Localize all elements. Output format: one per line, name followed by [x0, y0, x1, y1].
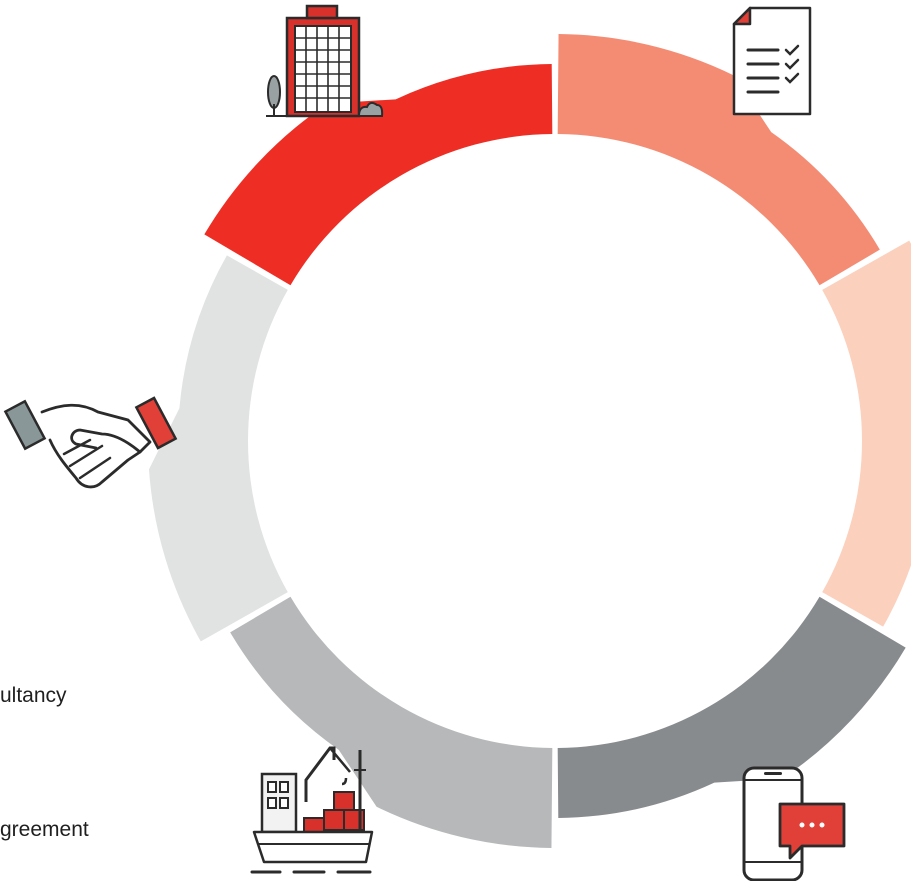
ring-segment-top-left [204, 64, 553, 286]
step-label-consultancy: ultancy [0, 684, 67, 707]
step-label-agreement: greement [0, 818, 89, 841]
ring-segment-right [822, 240, 911, 627]
ring-segment-bottom-left [230, 596, 553, 848]
ring-segment-left [148, 255, 288, 642]
checklist-document-icon [732, 6, 812, 116]
handshake-icon [3, 396, 178, 489]
phone-chat-icon [742, 766, 846, 882]
office-building-icon [266, 4, 384, 118]
ring-segment-bottom-right [557, 596, 906, 818]
cargo-ship-crane-icon [250, 746, 374, 874]
ring-segment-top-right [557, 34, 880, 286]
